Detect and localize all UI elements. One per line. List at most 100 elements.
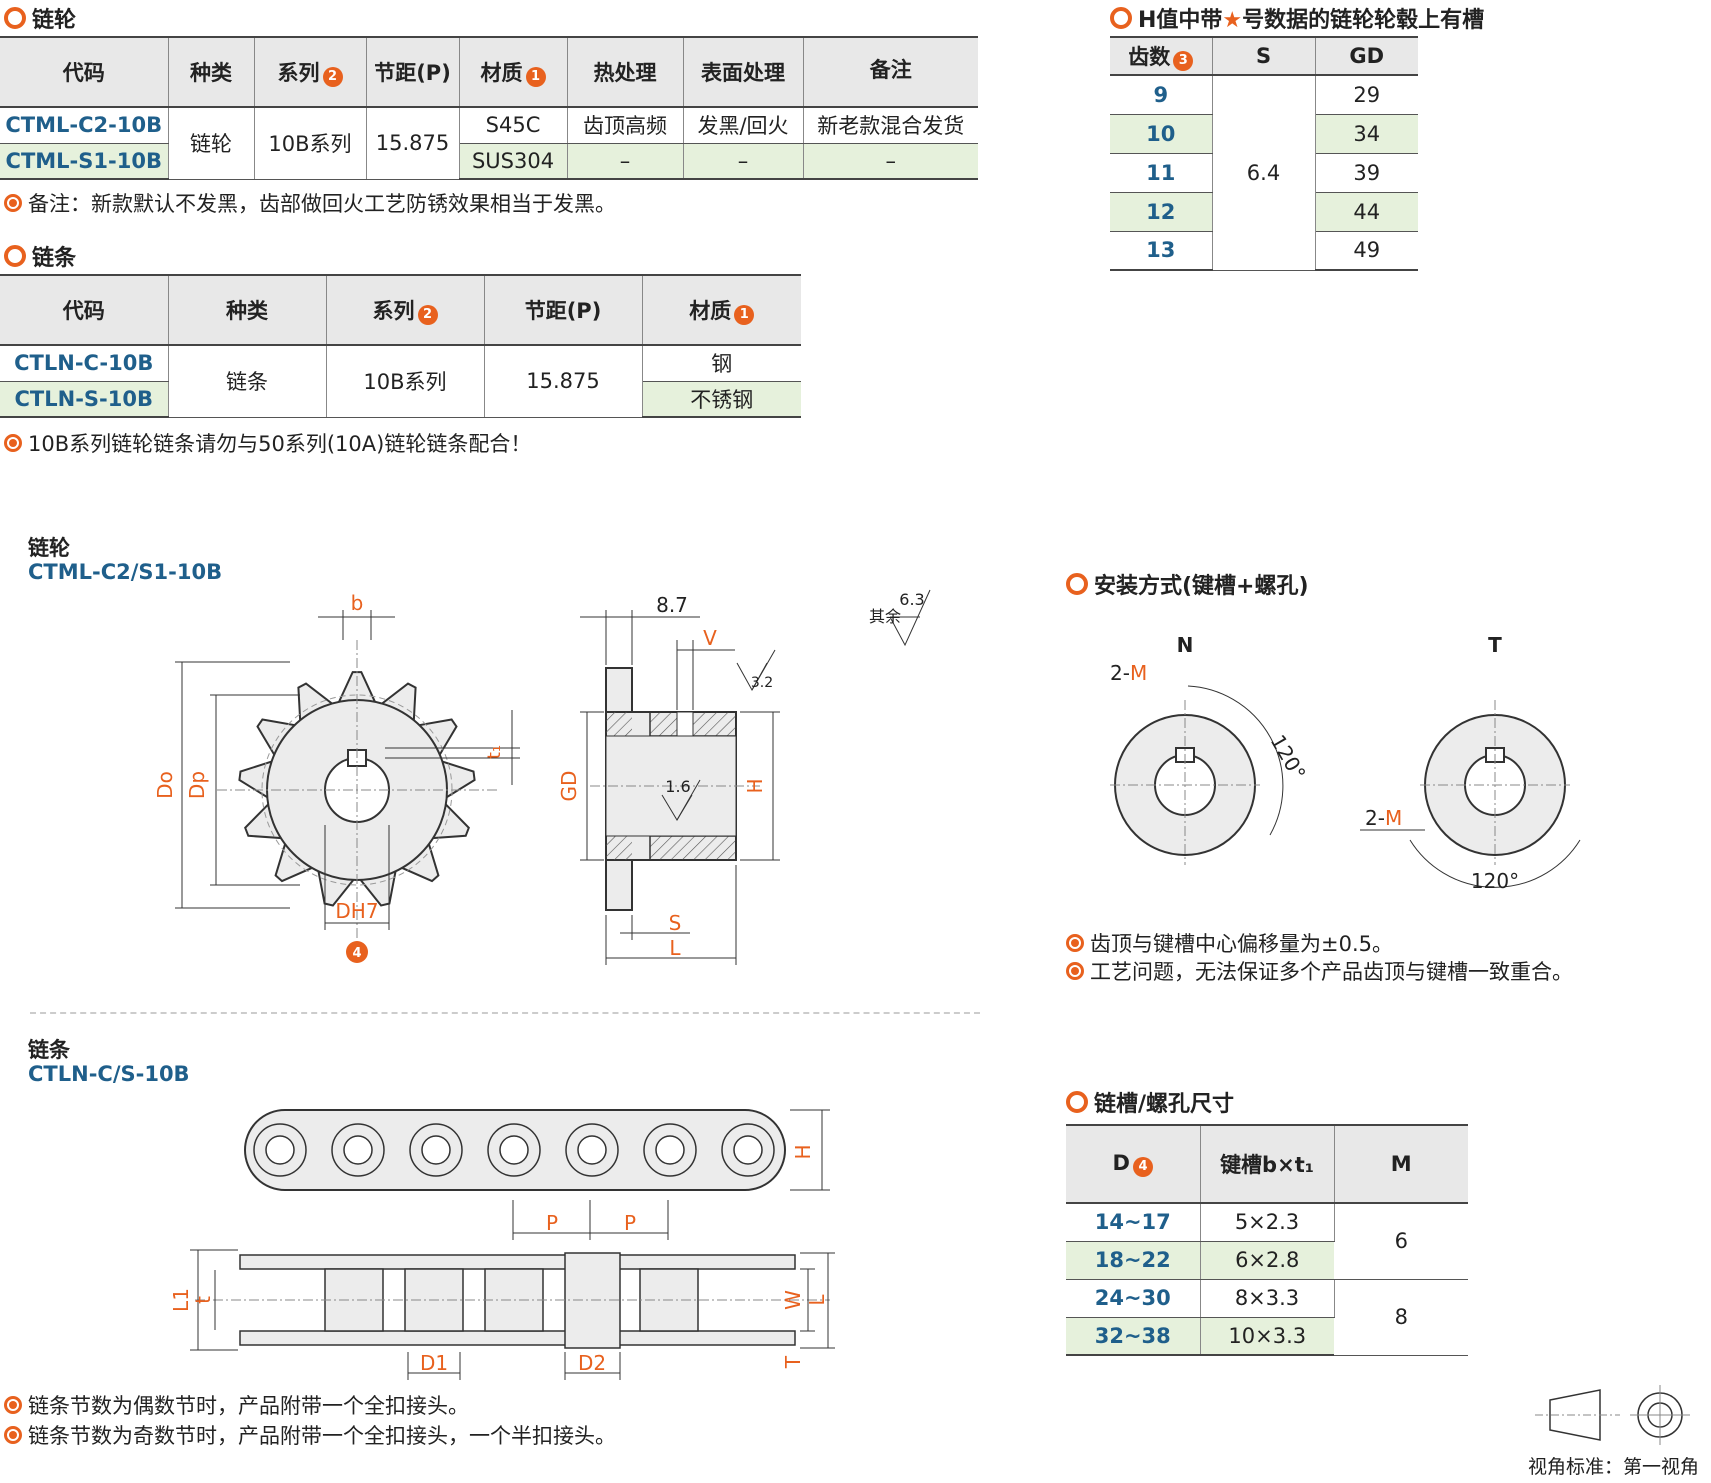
- install-drawing: N T 2-M 120° 2-M 120°: [1110, 633, 1581, 893]
- chain-pin-hole: [499, 1135, 529, 1165]
- install-note-1: 齿顶与键槽中心偏移量为±0.5。: [1066, 928, 1393, 958]
- header-surface: 表面处理: [683, 36, 804, 108]
- chain-pin-hole: [421, 1135, 451, 1165]
- dim-t1-label: t₁: [484, 745, 505, 759]
- header-type: 种类: [168, 274, 327, 346]
- star-icon: ★: [1222, 8, 1243, 33]
- dim-dp-label: Dp: [185, 771, 209, 799]
- chain-side-dimensions: [190, 1249, 835, 1380]
- header-heat: 热处理: [567, 36, 684, 108]
- install-note-2: 工艺问题，无法保证多个产品齿顶与键槽一致重合。: [1066, 956, 1573, 986]
- dot-bullet-icon: [4, 1426, 22, 1444]
- chain-dim-p2: P: [624, 1211, 636, 1235]
- sprocket-drawing-code: CTML-C2/S1-10B: [28, 560, 223, 584]
- first-angle-projection-icon: [1535, 1385, 1690, 1445]
- badge-icon: 4: [1132, 1156, 1153, 1177]
- table-row: CTML-C2-10B 链轮 10B系列 15.875 S45C 齿顶高频 发黑…: [0, 107, 978, 180]
- chain-dim-d1: D1: [420, 1351, 448, 1375]
- chain-pin-hole: [733, 1135, 763, 1165]
- dim-v-label: V: [703, 626, 717, 650]
- sprocket-front-view: [217, 640, 497, 940]
- ring-bullet-icon: [1066, 1091, 1088, 1113]
- chain-note-odd: 链条节数为奇数节时，产品附带一个全扣接头，一个半扣接头。: [4, 1420, 616, 1450]
- chain-note: 10B系列链轮链条请勿与50系列(10A)链轮链条配合！: [4, 428, 531, 458]
- chain-side-view: [195, 1252, 830, 1349]
- dot-bullet-icon: [1066, 934, 1084, 952]
- header-gd: GD: [1315, 36, 1418, 76]
- badge-icon: 1: [525, 66, 546, 87]
- ring-bullet-icon: [1066, 573, 1088, 595]
- header-type: 种类: [168, 36, 255, 108]
- view-standard: 视角标准：第一视角: [1528, 1456, 1700, 1478]
- header-remark: 备注: [803, 36, 978, 108]
- chain-top-view: [244, 1109, 786, 1191]
- dot-bullet-icon: [4, 1396, 22, 1414]
- dim-b-label: b: [351, 591, 364, 615]
- roughness-1-6: 1.6: [665, 777, 690, 796]
- ring-bullet-icon: [4, 245, 26, 267]
- badge-icon: 3: [1173, 50, 1194, 71]
- dot-bullet-icon: [4, 194, 22, 212]
- roughness-rest: 其余: [869, 607, 901, 626]
- badge-icon: 2: [417, 304, 438, 325]
- section-title-sprocket: 链轮: [4, 2, 76, 34]
- badge-icon: [346, 941, 368, 963]
- front-view-dimensions: [175, 610, 520, 930]
- chain-pin-hole: [577, 1135, 607, 1165]
- chain-dim-d2: D2: [578, 1351, 606, 1375]
- sprocket-drawing: b t₁ Do Dp DH7 4 8.7 V 3.2 1.6 GD H S: [153, 589, 931, 965]
- ring-bullet-icon: [1110, 7, 1132, 29]
- header-pitch: 节距(P): [366, 36, 460, 108]
- section-title-chain: 链条: [4, 240, 76, 272]
- chain-dim-t: t: [191, 1296, 215, 1304]
- dim-s-label: S: [669, 911, 682, 935]
- chain-drawing-code: CTLN-C/S-10B: [28, 1062, 190, 1086]
- sprocket-note: 备注：新款默认不发黑，齿部做回火工艺防锈效果相当于发黑。: [4, 188, 616, 218]
- chain-drawing: H P P L1 t W L T D1 D2: [169, 1109, 835, 1380]
- section-divider: [30, 1012, 980, 1014]
- sprocket-drawing-title: 链轮: [28, 536, 70, 560]
- install-t-angle: 120°: [1471, 869, 1519, 893]
- header-code: 代码: [0, 36, 169, 108]
- table-row: CTML-S1-10B SUS304 – – –: [0, 143, 978, 180]
- chain-top-dimensions: [512, 1109, 830, 1240]
- section-title-keyway: 链槽/螺孔尺寸: [1066, 1086, 1234, 1118]
- chain-note-even: 链条节数为偶数节时，产品附带一个全扣接头。: [4, 1390, 469, 1420]
- dim-gd-label: GD: [557, 771, 581, 802]
- chain-drawing-title: 链条: [28, 1038, 70, 1062]
- chain-dim-l: L: [805, 1294, 829, 1306]
- side-view-dimensions: [580, 589, 931, 965]
- dim-h-label: H: [743, 778, 767, 793]
- header-keyway: 键槽b×t₁: [1200, 1124, 1335, 1204]
- install-label-t: T: [1488, 633, 1502, 657]
- section-title-h-table: H值中带★号数据的链轮轮毂上有槽: [1110, 2, 1484, 34]
- install-t-m-label: 2-M: [1365, 806, 1402, 830]
- dim-l-label: L: [669, 936, 681, 960]
- table-row: CTLN-C-10B 链条 10B系列 15.875 钢: [0, 345, 801, 418]
- dot-bullet-icon: [4, 434, 22, 452]
- chain-dim-w: W: [781, 1290, 805, 1310]
- sprocket-side-view: [590, 667, 760, 911]
- chain-pin-hole: [655, 1135, 685, 1165]
- chain-pin-hole: [265, 1135, 295, 1165]
- badge-icon: 2: [322, 66, 343, 87]
- install-label-n: N: [1177, 633, 1194, 657]
- install-n-m-label: 2-M: [1110, 661, 1147, 685]
- install-t-view: [1360, 700, 1581, 888]
- header-pitch: 节距(P): [484, 274, 643, 346]
- chain-pin-hole: [343, 1135, 373, 1165]
- dim-8-7-label: 8.7: [656, 593, 688, 617]
- install-n-angle: 120°: [1266, 731, 1311, 785]
- badge-icon: 1: [734, 304, 755, 325]
- dim-do-label: Do: [153, 771, 177, 799]
- header-s: S: [1212, 36, 1316, 76]
- install-n-view: [1110, 685, 1284, 865]
